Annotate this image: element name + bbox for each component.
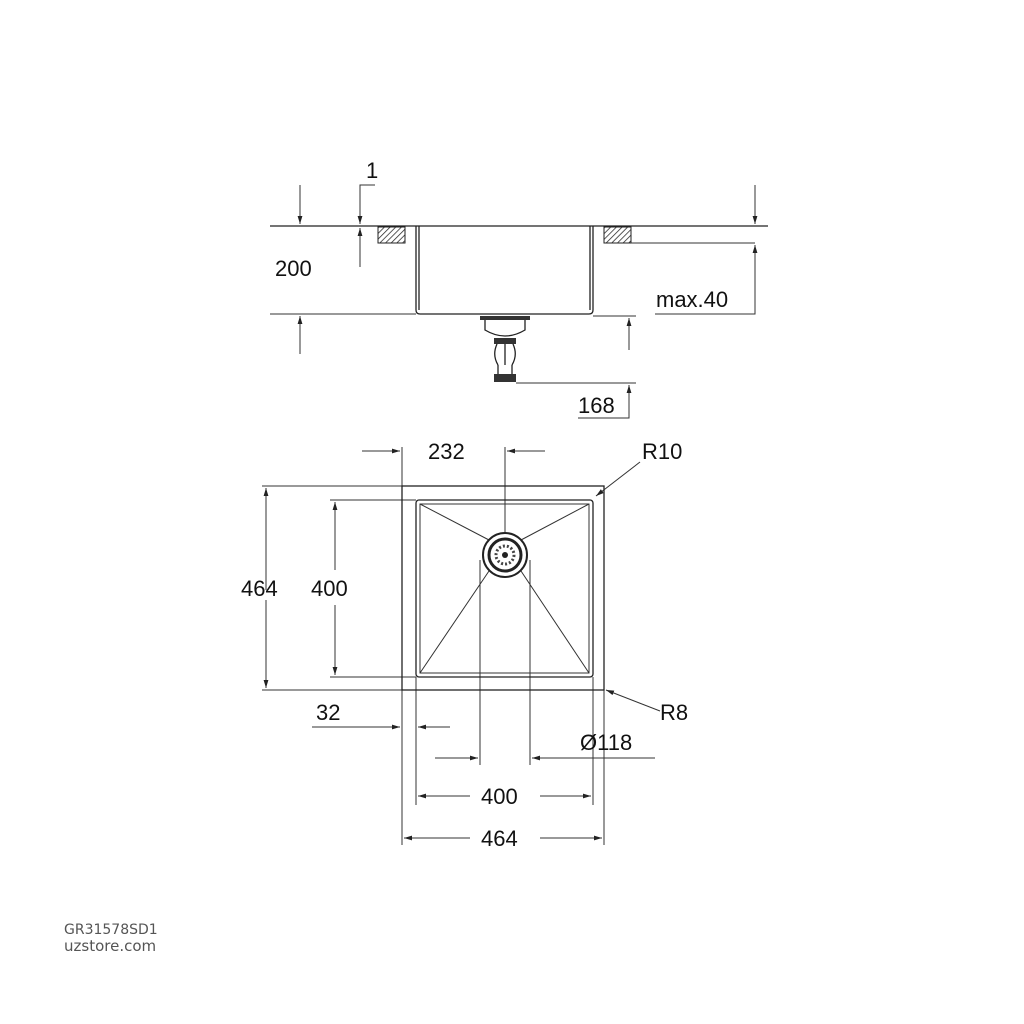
dim-inner-width: 400 [481,784,518,809]
dimension-arrow [578,385,632,419]
dim-counter: max.40 [656,287,728,312]
sink-bowl [415,499,594,678]
dim-inner-height: 400 [311,576,348,601]
dim-drain-height: 168 [578,393,615,418]
dim-corner-inner: R8 [660,700,688,725]
dim-depth: 200 [275,256,312,281]
dim-thickness: 1 [366,158,378,183]
sink-wall [418,226,591,310]
side-view: 1 200 max.40 168 [270,158,768,419]
sink-bowl-profile [415,226,594,315]
dim-margin: 32 [316,700,340,725]
dim-corner-outer: R10 [642,439,682,464]
sink-outer-rim [401,485,605,691]
dim-outer-height: 464 [241,576,278,601]
countertop-section-right [603,226,632,244]
leader-arrow [595,461,641,497]
product-code: GR31578SD1 [64,922,158,938]
dim-drain-offset: 232 [428,439,465,464]
countertop-section-left [377,226,406,244]
sink-bowl-inner [419,503,590,674]
drain-icon [482,532,528,578]
waste-fitting [480,316,530,382]
bowl-slope-lines [419,503,590,674]
dimension-arrow [655,245,758,315]
leader-arrow [605,689,661,712]
dim-outer-width: 464 [481,826,518,851]
dimension-arrow [357,184,375,224]
dim-drain-diameter: Ø118 [580,730,632,755]
top-view: 232 R10 464 400 32 R8 Ø118 400 464 [241,439,688,851]
website-label: uzstore.com [64,937,157,955]
